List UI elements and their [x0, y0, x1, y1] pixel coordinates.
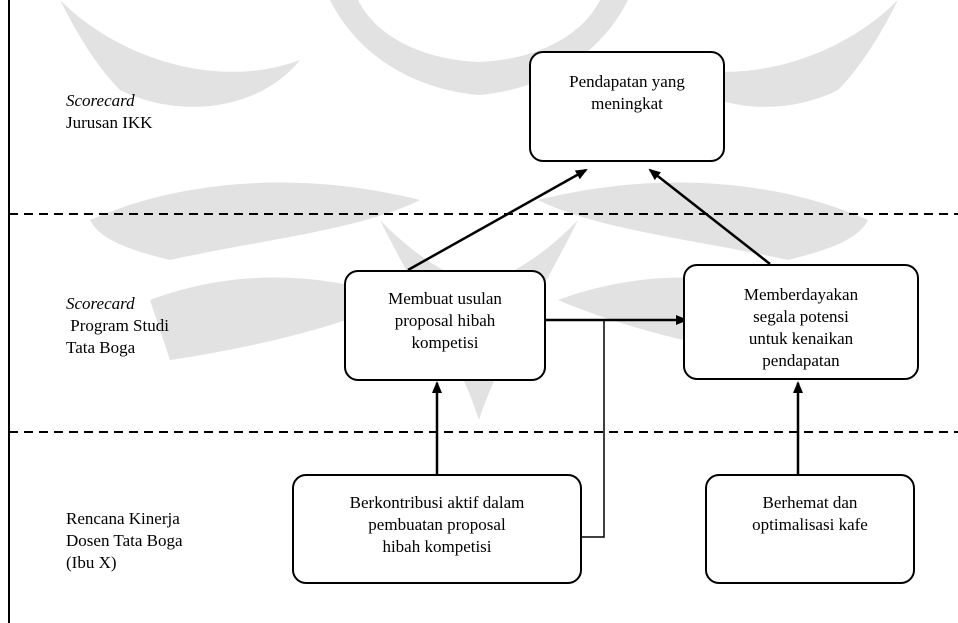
row-label-rencana-kinerja: Rencana Kinerja Dosen Tata Boga (Ibu X)	[66, 508, 183, 574]
box-text-line: proposal hibah	[394, 311, 496, 330]
box-text-line: meningkat	[591, 94, 663, 113]
row-label-program-studi: Scorecard Program Studi Tata Boga	[66, 293, 169, 359]
arrow-midright-to-top	[648, 168, 771, 265]
box-usulan-proposal: Membuat usulan proposal hibah kompetisi	[344, 270, 546, 381]
row-label-line: Rencana Kinerja	[66, 509, 180, 528]
box-berkontribusi-aktif: Berkontribusi aktif dalam pembuatan prop…	[292, 474, 582, 584]
row-label-line: (Ibu X)	[66, 553, 117, 572]
box-text-line: kompetisi	[411, 333, 479, 352]
row-label-line: Jurusan IKK	[66, 113, 153, 132]
box-pendapatan-meningkat: Pendapatan yang meningkat	[529, 51, 725, 162]
box-text-line: untuk kenaikan	[748, 329, 854, 348]
box-text-line: hibah kompetisi	[382, 537, 492, 556]
box-text-line: pembuatan proposal	[368, 515, 506, 534]
box-text-line: segala potensi	[753, 307, 849, 326]
box-text-line: pendapatan	[762, 351, 840, 370]
box-berhemat-kafe: Berhemat dan optimalisasi kafe	[705, 474, 915, 584]
box-memberdayakan-potensi: Memberdayakan segala potensi untuk kenai…	[683, 264, 919, 380]
row-label-line: Tata Boga	[66, 338, 136, 357]
box-text-line: optimalisasi kafe	[752, 515, 868, 534]
row-label-title: Scorecard	[66, 294, 135, 313]
box-text-line: Memberdayakan	[743, 285, 859, 304]
box-text-line: Berhemat dan	[762, 493, 858, 512]
box-text-line: Membuat usulan	[388, 289, 502, 308]
row-label-title: Scorecard	[66, 91, 135, 110]
box-text-line: Berkontribusi aktif dalam	[349, 493, 525, 512]
arrow-midleft-to-top	[407, 168, 588, 272]
row-label-line: Program Studi	[66, 316, 169, 335]
row-label-jurusan: Scorecard Jurusan IKK	[66, 90, 152, 134]
box-text-line: Pendapatan yang	[569, 72, 685, 91]
row-label-line: Dosen Tata Boga	[66, 531, 183, 550]
connector-bottomleft-to-arrow	[582, 320, 605, 538]
